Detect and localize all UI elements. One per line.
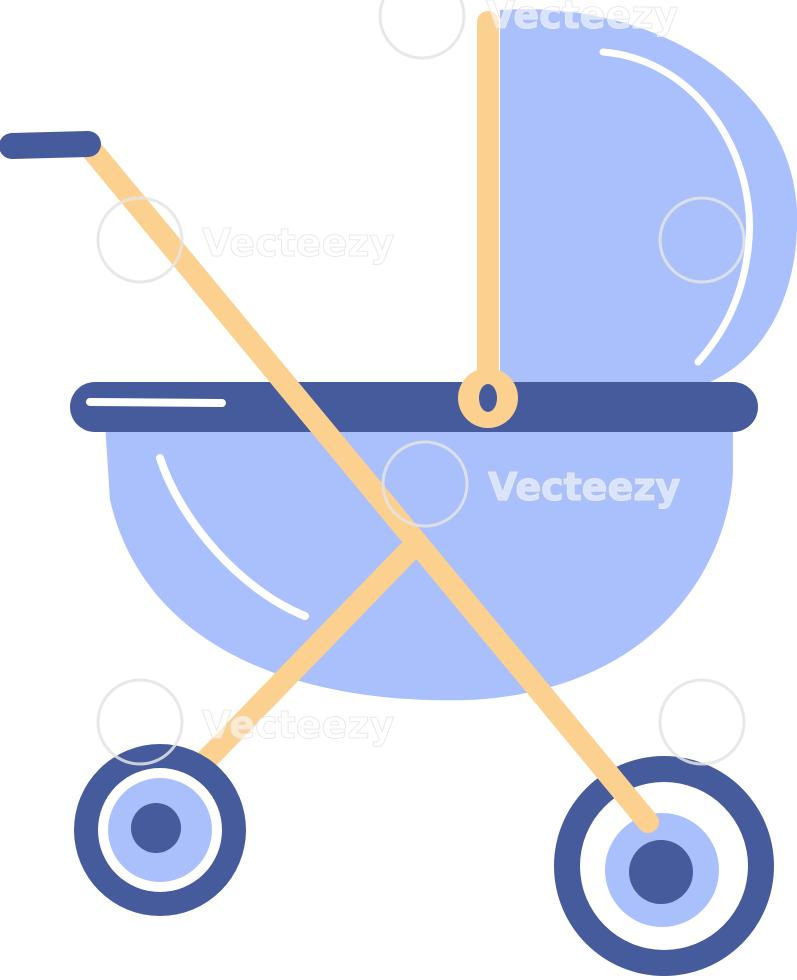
front-wheel: [554, 756, 774, 976]
frame-front-axle: [589, 753, 659, 833]
watermark-text: Vecteezy: [488, 465, 680, 509]
frame-handle-bar: [81, 139, 659, 833]
handle-grip: [0, 131, 101, 159]
watermark-text: Vecteezy: [202, 221, 394, 265]
watermark-text: Vecteezy: [202, 703, 394, 747]
stroller-canopy: [500, 9, 797, 382]
back-wheel: [74, 744, 246, 916]
canopy-highlight: [599, 48, 753, 366]
watermark-text: Vecteezy: [486, 0, 678, 37]
vecteezy-logo-icon: [96, 0, 746, 766]
stroller-rim: [70, 382, 758, 432]
frame-back-leg: [174, 541, 419, 793]
rim-highlight: [86, 398, 226, 407]
bassinet-highlight: [156, 454, 309, 620]
hinge-hole: [479, 384, 497, 412]
watermark-layer: Vecteezy Vecteezy Vecteezy Vecteezy: [96, 0, 746, 766]
